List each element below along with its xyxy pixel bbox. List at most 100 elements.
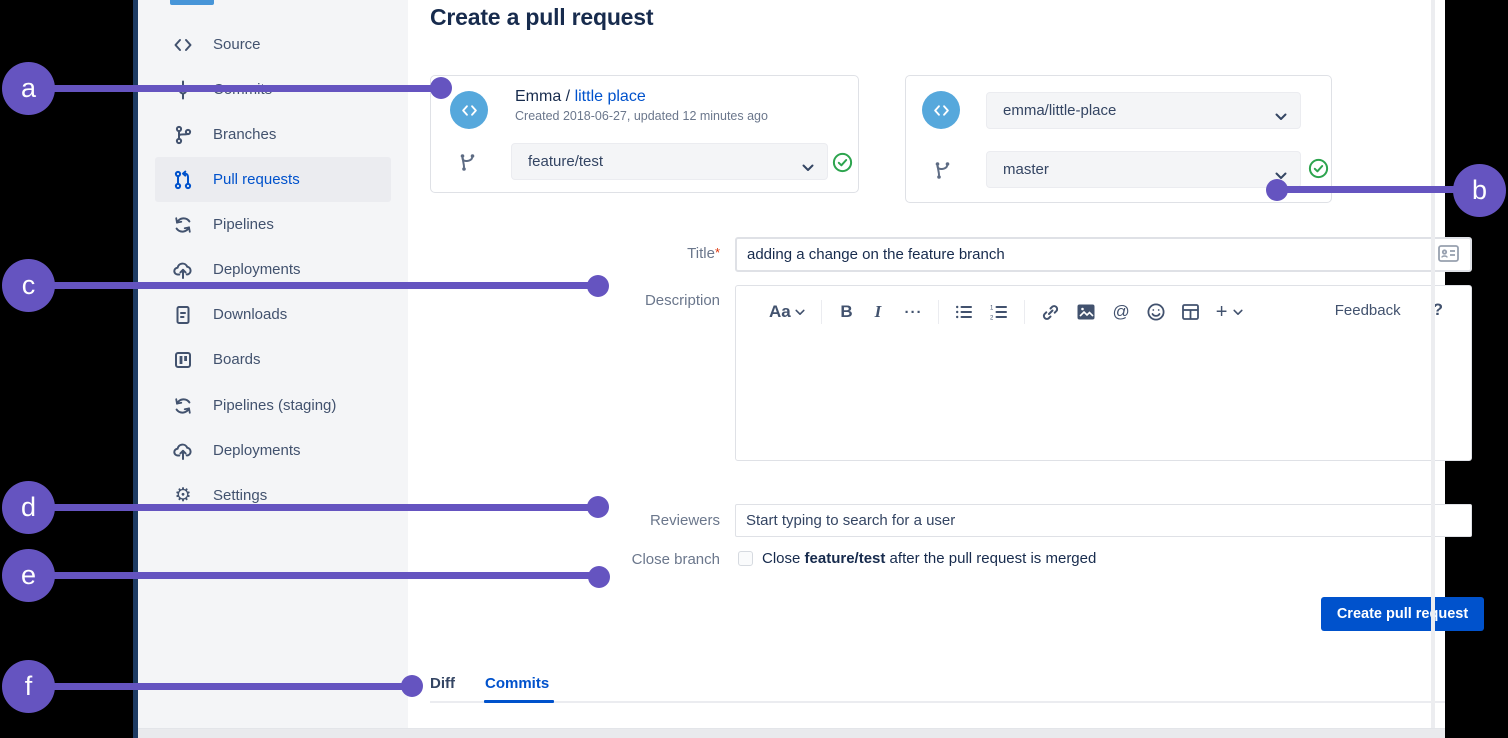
sidebar-item-pull-requests[interactable]: Pull requests bbox=[155, 157, 391, 202]
bullet-list-icon[interactable] bbox=[952, 299, 976, 325]
annotation-dot-b bbox=[1266, 179, 1288, 201]
description-label: Description bbox=[644, 292, 720, 309]
emoji-icon[interactable] bbox=[1144, 299, 1168, 325]
global-nav-edge bbox=[133, 0, 138, 738]
toolbar-divider bbox=[938, 300, 940, 324]
link-icon[interactable] bbox=[1038, 299, 1063, 325]
source-branch-value: feature/test bbox=[528, 153, 604, 170]
check-circle-icon bbox=[1308, 158, 1329, 179]
annotation-line-b bbox=[1277, 186, 1477, 193]
window-bottom-edge bbox=[138, 728, 1445, 738]
image-icon[interactable] bbox=[1074, 299, 1098, 325]
boards-icon bbox=[173, 350, 193, 370]
repo-avatar-cutoff bbox=[170, 0, 214, 5]
chevron-down-icon bbox=[1275, 167, 1287, 184]
scrollbar-track[interactable] bbox=[1431, 0, 1435, 728]
help-icon[interactable]: ? bbox=[1432, 300, 1443, 319]
source-branch-select[interactable]: feature/test bbox=[511, 143, 828, 180]
annotation-line-d bbox=[28, 504, 598, 511]
toolbar-divider bbox=[821, 300, 823, 324]
annotation-marker-e: e bbox=[2, 549, 55, 602]
source-branch-card: Emma / little place Created 2018-06-27, … bbox=[430, 75, 859, 193]
tab-commits[interactable]: Commits bbox=[485, 675, 550, 692]
close-branch-label: Close branch bbox=[631, 551, 720, 568]
sidebar-item-label: Downloads bbox=[213, 306, 288, 323]
sidebar: Source Commits Branches Pull requests bbox=[138, 0, 408, 728]
feedback-link[interactable]: Feedback bbox=[1334, 301, 1401, 319]
repo-avatar bbox=[450, 91, 488, 129]
repo-breadcrumb: Emma / little place bbox=[515, 88, 646, 106]
editor-right-controls: Feedback ? bbox=[1335, 300, 1443, 320]
bold-icon[interactable]: B bbox=[840, 302, 853, 321]
branch-icon bbox=[933, 160, 953, 182]
sidebar-item-pipelines[interactable]: Pipelines bbox=[155, 202, 391, 247]
sidebar-item-label: Boards bbox=[213, 351, 261, 368]
annotation-dot-c bbox=[587, 275, 609, 297]
text-style-icon[interactable]: Aa bbox=[766, 299, 808, 325]
annotation-line-f bbox=[28, 683, 412, 690]
annotation-dot-f bbox=[401, 675, 423, 697]
destination-repo-select[interactable]: emma/little-place bbox=[986, 92, 1301, 129]
destination-branch-value: master bbox=[1003, 161, 1049, 178]
page-title: Create a pull request bbox=[430, 4, 654, 30]
close-branch-checkbox[interactable] bbox=[738, 551, 753, 566]
mention-icon[interactable]: @ bbox=[1112, 302, 1130, 321]
annotation-marker-b: b bbox=[1453, 164, 1506, 217]
sidebar-item-pipelines-staging[interactable]: Pipelines (staging) bbox=[155, 383, 391, 428]
annotation-dot-d bbox=[587, 496, 609, 518]
title-template-card-icon[interactable] bbox=[1438, 245, 1459, 267]
table-icon[interactable] bbox=[1179, 299, 1202, 325]
reviewers-input[interactable] bbox=[735, 504, 1472, 537]
annotation-marker-f: f bbox=[2, 660, 55, 713]
sidebar-item-deployments-2[interactable]: Deployments bbox=[155, 428, 391, 473]
destination-repo-value: emma/little-place bbox=[1003, 102, 1117, 119]
downloads-file-icon bbox=[173, 305, 193, 325]
required-asterisk: * bbox=[714, 245, 720, 260]
sidebar-item-deployments[interactable]: Deployments bbox=[155, 247, 391, 292]
sidebar-item-source[interactable]: Source bbox=[155, 22, 391, 67]
close-branch-sentence: Close feature/test after the pull reques… bbox=[762, 550, 1097, 567]
sidebar-item-settings[interactable]: ⚙ Settings bbox=[155, 473, 391, 518]
svg-text:2: 2 bbox=[990, 316, 994, 321]
destination-branch-select[interactable]: master bbox=[986, 151, 1301, 188]
annotation-line-c bbox=[28, 282, 598, 289]
pipelines-icon bbox=[173, 215, 193, 235]
pipelines-icon bbox=[173, 396, 193, 416]
sidebar-item-branches[interactable]: Branches bbox=[155, 112, 391, 157]
sidebar-item-downloads[interactable]: Downloads bbox=[155, 292, 391, 337]
toolbar-divider bbox=[1024, 300, 1026, 324]
title-label: Title* bbox=[687, 245, 720, 262]
branch-icon bbox=[458, 152, 478, 174]
insert-plus-icon[interactable]: + bbox=[1213, 299, 1246, 325]
sidebar-item-label: Pull requests bbox=[213, 171, 300, 188]
annotation-marker-a: a bbox=[2, 62, 55, 115]
tab-diff[interactable]: Diff bbox=[430, 675, 455, 692]
annotation-line-a bbox=[28, 85, 441, 92]
check-circle-icon bbox=[832, 152, 853, 173]
sidebar-item-boards[interactable]: Boards bbox=[155, 337, 391, 382]
sidebar-item-label: Source bbox=[213, 36, 261, 53]
annotation-dot-a bbox=[430, 77, 452, 99]
sidebar-item-label: Settings bbox=[213, 487, 268, 504]
more-formatting-icon[interactable]: ··· bbox=[904, 303, 923, 321]
svg-text:1: 1 bbox=[990, 306, 994, 312]
italic-icon[interactable]: I bbox=[874, 302, 882, 321]
create-pull-request-button[interactable]: Create pull request bbox=[1321, 597, 1484, 631]
sidebar-item-label: Pipelines bbox=[213, 216, 274, 233]
bitbucket-window: Source Commits Branches Pull requests bbox=[133, 0, 1484, 738]
repo-meta: Created 2018-06-27, updated 12 minutes a… bbox=[515, 109, 768, 123]
tabs-divider bbox=[430, 701, 1445, 703]
reviewers-label: Reviewers bbox=[649, 512, 720, 529]
repo-name-link[interactable]: little place bbox=[574, 88, 646, 105]
pull-request-icon bbox=[173, 170, 193, 190]
chevron-down-icon bbox=[1275, 108, 1287, 125]
branch-icon bbox=[173, 125, 193, 145]
destination-branch-card: emma/little-place master bbox=[905, 75, 1332, 203]
sidebar-item-label: Deployments bbox=[213, 442, 301, 459]
title-input[interactable] bbox=[735, 237, 1472, 272]
close-branch-name: feature/test bbox=[804, 550, 886, 567]
